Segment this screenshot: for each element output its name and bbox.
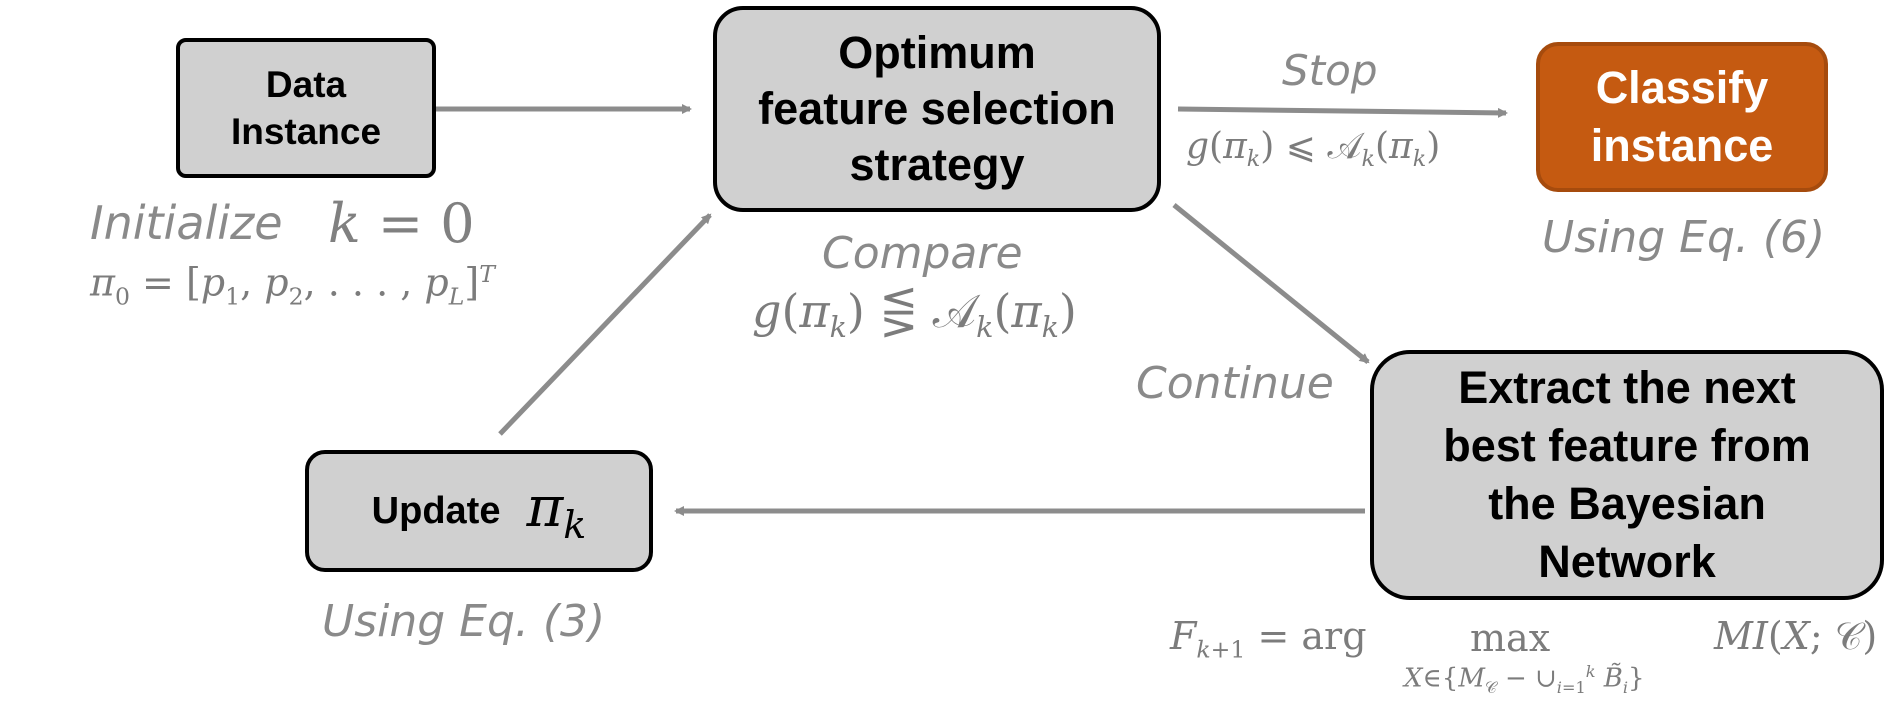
extract-line-3: the Bayesian xyxy=(1488,478,1766,529)
strategy-line-2: feature selection xyxy=(758,83,1116,134)
pi0-equation: π0 = [p1, p2, . . . , pL]T xyxy=(90,260,495,311)
arrow-strategy-to-extract xyxy=(1172,203,1370,364)
arrow-update-to-strategy xyxy=(498,213,712,436)
classify-line-1: Classify xyxy=(1595,62,1769,113)
continue-text: Continue xyxy=(1136,358,1334,409)
stop-text: Stop xyxy=(1282,46,1378,95)
max-subscript: X∈{M𝒞 − ∪i=1k B̃i} xyxy=(1404,662,1645,697)
compare-equation: g(πk) ⋚ 𝒜k(πk) xyxy=(752,284,1077,345)
initialize-equation: k = 0 xyxy=(328,192,475,255)
classify-instance-box: Classify instance xyxy=(1536,42,1828,192)
using-eq3-text: Using Eq. (3) xyxy=(322,596,606,647)
using-eq6-text: Using Eq. (6) xyxy=(1542,212,1826,263)
pi-subscript: k xyxy=(563,503,587,548)
data-instance-line-2: Instance xyxy=(230,111,382,152)
pi-glyph: π xyxy=(526,474,564,540)
arrow-strategy-to-classify xyxy=(1177,106,1508,118)
extract-line-4: Network xyxy=(1538,536,1716,587)
extract-line-2: best feature from xyxy=(1443,420,1811,471)
strategy-line-1: Optimum xyxy=(838,27,1036,78)
extract-line-1: Extract the next xyxy=(1458,362,1796,413)
classify-line-2: instance xyxy=(1590,120,1774,171)
update-box: Update πk xyxy=(305,450,653,572)
max-operator: max xyxy=(1470,616,1551,660)
update-label: Update xyxy=(371,489,501,532)
compare-text: Compare xyxy=(822,228,1023,279)
data-instance-line-1: Data xyxy=(265,64,347,105)
initialize-text: Initialize xyxy=(90,196,283,250)
update-pi-symbol: πk xyxy=(526,475,586,547)
optimum-strategy-box: Optimum feature selection strategy xyxy=(713,6,1161,212)
data-instance-box: Data Instance xyxy=(176,38,436,178)
mi-term: MI(X; 𝒞) xyxy=(1714,614,1878,658)
f-equation: Fk+1 = arg xyxy=(1170,614,1367,664)
extract-feature-box: Extract the next best feature from the B… xyxy=(1370,350,1884,600)
strategy-line-3: strategy xyxy=(849,139,1025,190)
stop-equation: g(πk) ⩽ 𝒜k(πk) xyxy=(1186,126,1441,173)
